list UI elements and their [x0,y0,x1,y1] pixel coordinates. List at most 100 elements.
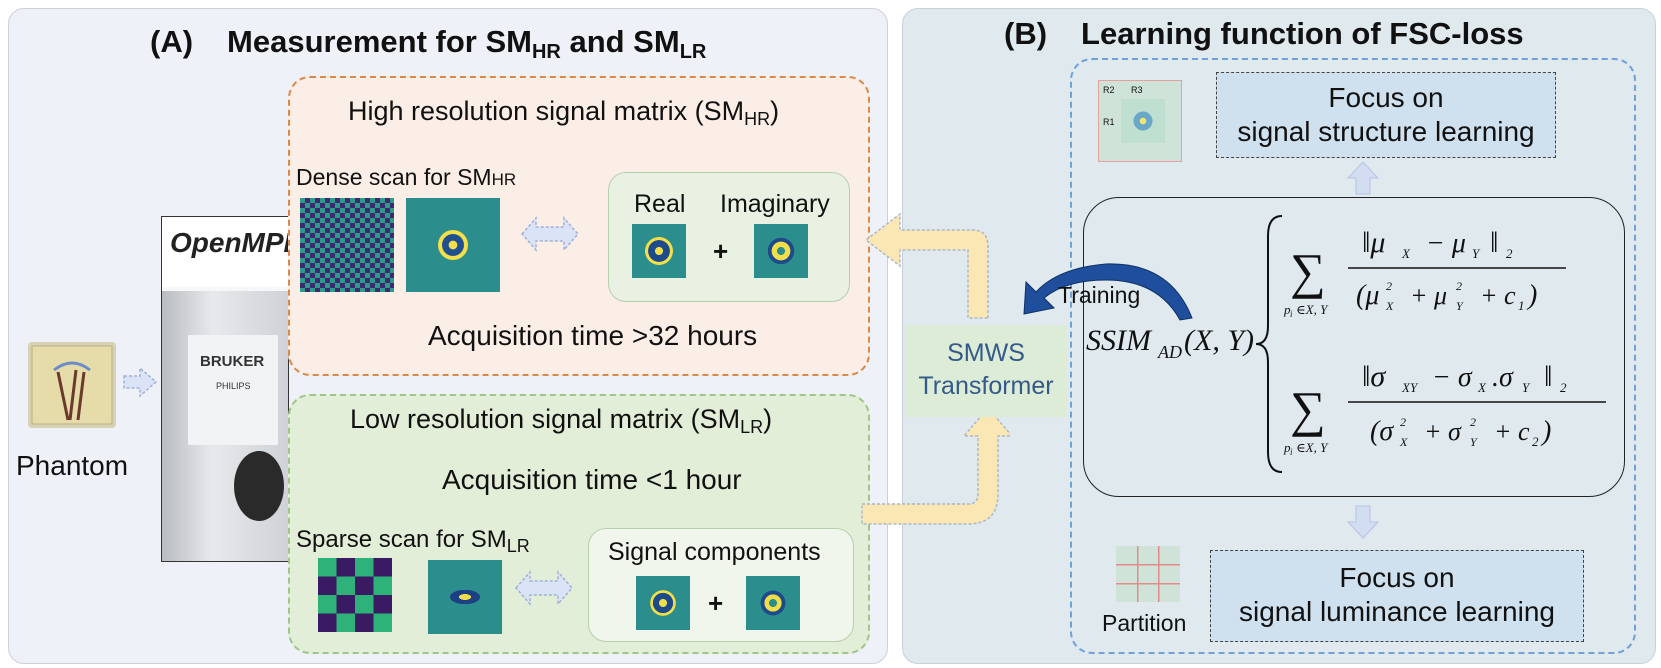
formula-box [1083,197,1625,497]
lr-component-2-image [746,576,800,630]
scanner-bore [234,451,284,521]
sparse-scan-label: Sparse scan for SMLR [296,526,530,556]
lr-plus-sign: + [708,588,724,618]
svg-text:Y: Y [1472,246,1481,261]
real-component-image [632,224,686,278]
phantom-arrow [123,366,158,398]
svg-text:(X, Y): (X, Y) [1184,324,1254,357]
signal-components-label: Signal components [608,538,821,566]
svg-text:− μ: − μ [1426,228,1466,259]
svg-text:− σ: − σ [1432,362,1473,393]
focus-luminance-line2: signal luminance learning [1239,596,1555,627]
lr-double-arrow [515,570,573,606]
imaginary-label: Imaginary [720,190,830,218]
flow-arrows [861,212,1010,525]
partition-label: Partition [1102,610,1187,636]
bruker-label: BRUKER [200,353,265,370]
svg-text:i: i [1290,309,1293,319]
lr-components-box [588,528,854,642]
svg-text:X: X [1401,246,1411,261]
hr-title: High resolution signal matrix (SMHR) [348,96,780,129]
svg-text:∈X, Y: ∈X, Y [1296,302,1329,317]
real-label: Real [634,190,686,218]
grid-label-r3: R3 [1131,85,1143,95]
focus-structure-line2: signal structure learning [1237,116,1535,147]
panel-b-title: (B)Learning function of FSC-loss [1004,16,1524,51]
svg-text:2: 2 [1470,415,1476,429]
svg-text:‖: ‖ [1490,226,1498,259]
svg-text:+ c: + c [1494,417,1530,446]
philips-label: PHILIPS [216,381,251,391]
training-label: Training [1058,282,1141,308]
svg-text:): ) [1540,416,1551,447]
lr-acquisition-time: Acquisition time <1 hour [442,464,742,495]
smws-label: SMWS [947,339,1025,367]
lr-signal-image [428,560,502,634]
dense-scan-pattern [300,198,394,292]
svg-text:Y: Y [1522,380,1531,395]
phantom-label: Phantom [16,450,129,481]
focus-structure-box: Focus on signal structure learning [1216,72,1556,158]
up-arrow [1346,161,1380,195]
transformer-label: Transformer [918,372,1054,400]
hr-signal-image [406,198,500,292]
imaginary-component-image [754,224,808,278]
lr-title: Low resolution signal matrix (SMLR) [350,404,773,437]
svg-text:‖: ‖ [1544,360,1552,393]
smws-transformer-box: SMWS Transformer [905,325,1067,417]
training-arrow [1023,263,1193,321]
svg-text:∈X, Y: ∈X, Y [1296,440,1329,455]
loss-function-box [1070,58,1636,654]
svg-text:2: 2 [1400,415,1406,429]
svg-text:∑: ∑ [1290,381,1326,437]
svg-text:‖σ: ‖σ [1362,360,1386,393]
svg-text:Y: Y [1470,435,1478,449]
grid-label-r2: R2 [1103,85,1115,95]
svg-text:∑: ∑ [1290,243,1326,299]
panel-a-title: (A)Measurement for SMHR and SMLR [150,24,707,63]
focus-structure-line1: Focus on [1328,82,1444,113]
region-grid-thumbnail: R2 R3 R1 [1098,80,1182,162]
hr-acquisition-time: Acquisition time >32 hours [428,320,758,351]
phantom-image [28,342,116,428]
svg-text:+ σ: + σ [1424,417,1462,446]
partition-grid [1116,546,1180,602]
svg-text:1: 1 [1518,298,1525,313]
grid-label-r1: R1 [1103,117,1115,127]
svg-text:AD: AD [1157,342,1182,362]
svg-text:XY: XY [1401,380,1419,395]
svg-text:X: X [1477,380,1487,395]
svg-text:): ) [1526,280,1537,311]
svg-text:p: p [1283,302,1291,317]
hr-double-arrow [521,216,579,252]
hr-plus-sign: + [713,236,729,266]
svg-text:.σ: .σ [1492,362,1514,393]
svg-text:+ c: + c [1480,281,1516,310]
svg-text:SSIM: SSIM [1086,324,1153,357]
svg-text:Y: Y [1456,299,1464,313]
scanner-body: BRUKER PHILIPS [162,291,288,561]
svg-text:2: 2 [1456,279,1462,293]
focus-luminance-line1: Focus on [1339,562,1455,593]
openmpi-logo: OpenMPI [162,217,292,287]
svg-text:2: 2 [1386,279,1392,293]
openmpi-logo-text: OpenMPI [170,227,292,258]
svg-text:(μ: (μ [1356,280,1379,311]
phantom-drawing [31,345,113,425]
lr-component-1-image [636,576,690,630]
scanner-photo: OpenMPI BRUKER PHILIPS [161,216,292,562]
scanner-panel [188,335,278,445]
grid-heatmap [1121,99,1165,143]
svg-text:+ μ: + μ [1410,281,1447,310]
sparse-scan-pattern [318,558,392,632]
focus-luminance-box: Focus on signal luminance learning [1210,550,1584,642]
svg-text:2: 2 [1506,246,1513,261]
down-arrow [1346,505,1380,539]
svg-text:‖μ: ‖μ [1362,226,1385,259]
svg-text:2: 2 [1532,434,1539,449]
svg-text:X: X [1399,435,1408,449]
svg-text:(σ: (σ [1370,416,1394,447]
svg-text:i: i [1290,447,1293,457]
dense-scan-label: Dense scan for SMHR [296,164,517,190]
